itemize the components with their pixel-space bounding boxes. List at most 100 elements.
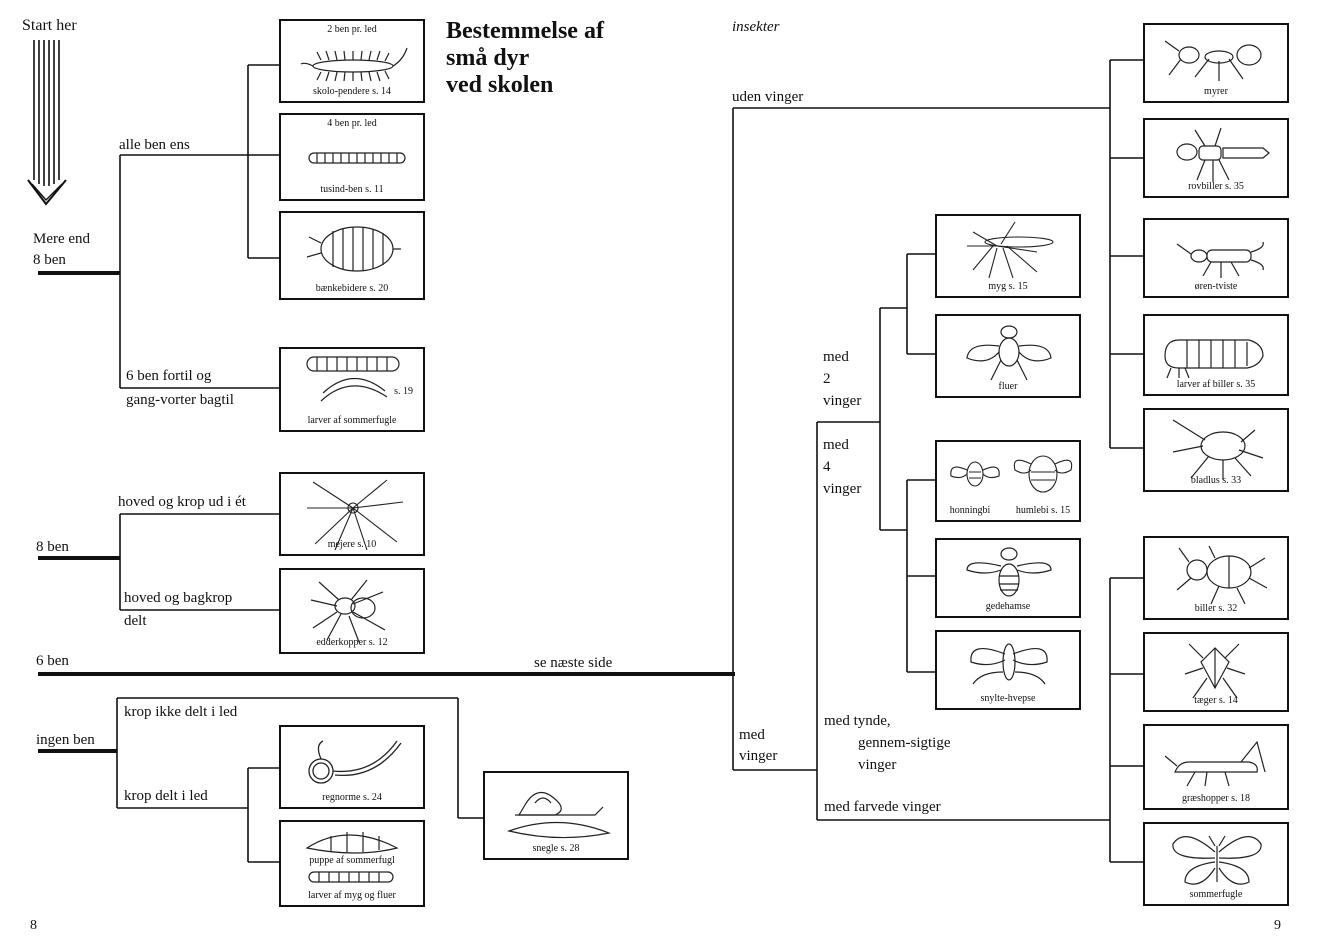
start-arrow-icon <box>27 40 67 206</box>
box-regnorme: regnorme s. 24 <box>279 725 425 809</box>
label-6-ben: 6 ben <box>36 653 69 669</box>
title-line-3: ved skolen <box>446 72 554 98</box>
bee-icon <box>950 455 1073 493</box>
caption-regnorme: regnorme s. 24 <box>322 792 382 803</box>
label-6-ben-fortil-line1: 6 ben fortil og <box>126 368 212 384</box>
label-insekter: insekter <box>732 19 780 35</box>
caption-honningbi: honningbi <box>949 505 991 516</box>
page-title: Bestemmelse af små dyr ved skolen <box>446 18 604 99</box>
wasp-icon <box>966 547 1052 597</box>
millipede-icon <box>308 152 406 164</box>
ant-icon <box>1164 40 1262 81</box>
label-mere-end-8-line2: 8 ben <box>33 252 66 268</box>
butterfly-icon <box>1172 835 1262 885</box>
beetle-larva-icon <box>1164 339 1264 379</box>
label-6-ben-fortil-line2: gang-vorter bagtil <box>126 392 234 408</box>
label-krop-ikke-delt: krop ikke delt i led <box>124 704 238 720</box>
snail-icon <box>506 791 612 839</box>
title-line-1: Bestemmelse af <box>446 18 604 44</box>
box-rovbiller: rovbiller s. 35 <box>1143 118 1289 198</box>
label-med-4-line1: med <box>823 437 849 453</box>
beetle-icon <box>1176 545 1268 605</box>
label-med-2-line1: med <box>823 349 849 365</box>
caption-tusindben-top: 4 ben pr. led <box>327 118 377 129</box>
caption-taeger: tæger s. 14 <box>1194 695 1238 706</box>
grasshopper-icon <box>1164 740 1266 787</box>
spider-icon <box>310 579 386 643</box>
start-label: Start her <box>22 17 77 34</box>
box-bladlus: bladlus s. 33 <box>1143 408 1289 492</box>
caption-snegle: snegle s. 28 <box>532 843 580 854</box>
centipede-icon <box>300 47 408 82</box>
label-med-2-line3: vinger <box>823 393 862 409</box>
caption-bladlus: bladlus s. 33 <box>1190 475 1242 486</box>
box-snyltehvepse: snylte-hvepse <box>935 630 1081 710</box>
label-krop-delt: krop delt i led <box>124 788 208 804</box>
box-fluer: fluer <box>935 314 1081 398</box>
label-ingen-ben: ingen ben <box>36 732 95 748</box>
label-alle-ben-ens: alle ben ens <box>119 137 190 153</box>
box-taeger: tæger s. 14 <box>1143 632 1289 712</box>
label-uden-vinger: uden vinger <box>732 89 804 105</box>
box-puppe: puppe af sommerfugl larver af myg og flu… <box>279 820 425 907</box>
label-med-4-line3: vinger <box>823 481 862 497</box>
label-med-4-line2: 4 <box>823 459 831 475</box>
box-billelarver: larver af biller s. 35 <box>1143 314 1289 396</box>
box-mejere: mejere s. 10 <box>279 472 425 556</box>
label-tynde-line3: vinger <box>858 757 897 773</box>
box-tusindben: 4 ben pr. led tusind-ben s. 11 <box>279 113 425 201</box>
label-8-ben: 8 ben <box>36 539 69 555</box>
box-biller: biller s. 32 <box>1143 536 1289 620</box>
aphid-icon <box>1172 419 1264 480</box>
caterpillar-icon <box>306 356 400 403</box>
caption-orentviste: øren-tviste <box>1194 281 1238 292</box>
label-tynde-line2: gennem-sigtige <box>858 735 951 751</box>
box-orentviste: øren-tviste <box>1143 218 1289 298</box>
label-mere-end-8-line1: Mere end <box>33 231 91 247</box>
caption-myg-fluer-larver: larver af myg og fluer <box>308 890 396 901</box>
caption-humlebi: humlebi s. 15 <box>1015 505 1071 516</box>
box-sommerfugle: sommerfugle <box>1143 822 1289 906</box>
page-number-left: 8 <box>30 918 37 933</box>
pupa-icon <box>305 832 399 883</box>
caption-sommerfuglelarver: larver af sommerfugle <box>307 415 397 426</box>
caption-edderkopper: edderkopper s. 12 <box>316 637 388 648</box>
fly-icon <box>966 325 1052 381</box>
page-number-right: 9 <box>1274 918 1281 933</box>
label-hoved-bagkrop-line2: delt <box>124 613 147 629</box>
woodlouse-icon <box>306 226 401 272</box>
caption-puppe: puppe af sommerfugl <box>309 855 395 866</box>
harvestman-icon <box>307 479 404 551</box>
caption-skolopendre-top: 2 ben pr. led <box>327 24 377 35</box>
label-med-vinger-line2: vinger <box>739 748 778 764</box>
box-bier: honningbi humlebi s. 15 <box>935 440 1081 522</box>
label-farvede-vinger: med farvede vinger <box>824 799 941 815</box>
box-edderkopper: edderkopper s. 12 <box>279 568 425 654</box>
label-tynde-line1: med tynde, <box>824 713 891 729</box>
caption-sommerfuglelarver-page: s. 19 <box>394 386 413 397</box>
label-hoved-bagkrop-line1: hoved og bagkrop <box>124 590 233 606</box>
caption-biller: biller s. 32 <box>1194 603 1238 614</box>
caption-snyltehvepse: snylte-hvepse <box>980 693 1036 704</box>
label-se-naeste-side: se næste side <box>534 655 613 671</box>
box-snegle: snegle s. 28 <box>483 771 629 860</box>
caption-fluer: fluer <box>998 381 1018 392</box>
caption-billelarver: larver af biller s. 35 <box>1176 379 1256 390</box>
mosquito-icon <box>967 221 1054 279</box>
caption-graeshopper: græshopper s. 18 <box>1181 793 1251 804</box>
caption-sommerfugle: sommerfugle <box>1189 889 1243 900</box>
box-sommerfuglelarver: s. 19 larver af sommerfugle <box>279 347 425 432</box>
box-gedehamse: gedehamse <box>935 538 1081 618</box>
caption-gedehamse: gedehamse <box>985 601 1031 612</box>
label-med-vinger-line1: med <box>739 727 765 743</box>
box-skolopendre: 2 ben pr. led skolo-pendere s. 14 <box>279 19 425 103</box>
bug-icon <box>1184 643 1246 699</box>
ichneumon-icon <box>970 643 1048 685</box>
caption-mejere: mejere s. 10 <box>327 539 377 550</box>
title-line-2: små dyr <box>446 45 530 71</box>
caption-tusindben: tusind-ben s. 11 <box>320 184 384 195</box>
box-myg: myg s. 15 <box>935 214 1081 298</box>
box-baenkebidere: bænkebidere s. 20 <box>279 211 425 300</box>
box-graeshopper: græshopper s. 18 <box>1143 724 1289 810</box>
